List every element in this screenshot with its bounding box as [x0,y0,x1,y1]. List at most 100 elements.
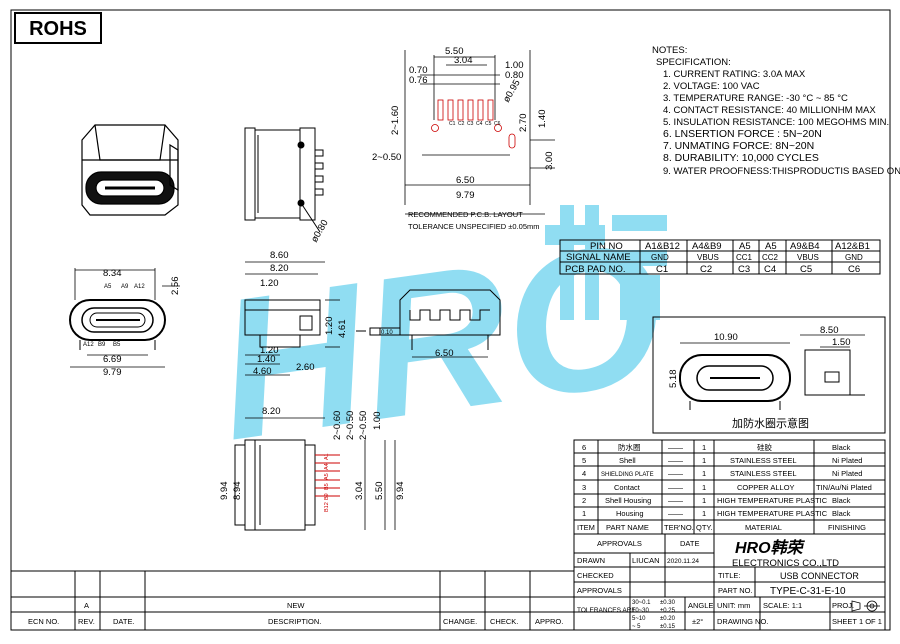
svg-text:Shell: Shell [619,456,636,465]
svg-text:CHANGE.: CHANGE. [443,617,477,626]
svg-text:SPECIFICATION:: SPECIFICATION: [656,57,731,68]
svg-text:1.50: 1.50 [832,337,851,348]
notes: NOTES: SPECIFICATION: 1. CURRENT RATING:… [652,45,900,177]
svg-text:GND: GND [651,253,669,262]
pcb-layout [404,50,555,215]
svg-text:1. CURRENT RATING: 3.0A MAX: 1. CURRENT RATING: 3.0A MAX [663,69,806,80]
svg-text:8.20: 8.20 [262,406,281,417]
svg-text:ECN NO.: ECN NO. [28,617,59,626]
projection-symbol-icon [851,600,880,612]
svg-text:9.79: 9.79 [103,367,122,378]
svg-text:A9&B4: A9&B4 [790,241,820,252]
svg-text:8. DURABILITY: 10,000 CYCLES: 8. DURABILITY: 10,000 CYCLES [663,152,819,164]
svg-text:8.20: 8.20 [270,263,289,274]
svg-text:C5: C5 [485,121,492,127]
svg-text:1: 1 [702,496,706,505]
bom-row-1: 1 Housing —— 1 HIGH TEMPERATURE PLASTIC … [582,509,851,518]
svg-text:6: 6 [582,443,586,452]
svg-text:1: 1 [702,483,706,492]
svg-text:TITLE:: TITLE: [718,571,741,580]
svg-text:ANGLE: ANGLE [688,601,713,610]
svg-text:PIN NO: PIN NO [590,241,623,252]
svg-text:0.10: 0.10 [381,330,393,336]
svg-text:1: 1 [702,509,706,518]
svg-text:LIUCAN: LIUCAN [632,556,660,565]
svg-text:A4&B9: A4&B9 [692,241,722,252]
side-view-2 [244,261,340,376]
svg-text:10~30: 10~30 [632,608,650,614]
svg-text:9. WATER PROOFNESS:THISPRODUCT: 9. WATER PROOFNESS:THISPRODUCTIS BASED O… [663,166,900,177]
svg-text:1.20: 1.20 [260,278,279,289]
svg-text:VBUS: VBUS [797,253,819,262]
svg-text:SCALE: 1:1: SCALE: 1:1 [763,601,802,610]
svg-text:A1: A1 [324,453,330,460]
svg-text:2~0.50: 2~0.50 [372,152,401,163]
svg-text:防水圈: 防水圈 [618,442,641,452]
svg-text:6. LNSERTION FORCE : 5N~20N: 6. LNSERTION FORCE : 5N~20N [663,128,822,140]
svg-text:MATERIAL: MATERIAL [745,523,782,532]
svg-text:STAINLESS STEEL: STAINLESS STEEL [730,469,797,478]
svg-text:——: —— [668,496,684,505]
svg-text:C2: C2 [458,121,465,127]
svg-text:2~1.60: 2~1.60 [390,106,401,135]
svg-text:3. TEMPERATURE RANGE: -30 °C ~: 3. TEMPERATURE RANGE: -30 °C ~ 85 °C [663,93,848,104]
svg-text:30~0.1: 30~0.1 [632,600,651,606]
svg-text:CHECKED: CHECKED [577,571,614,580]
svg-text:B12: B12 [324,502,330,512]
svg-text:A12&B1: A12&B1 [835,241,870,252]
svg-text:7. UNMATING FORCE: 8N~20N: 7. UNMATING FORCE: 8N~20N [663,140,814,152]
svg-text:Shell Housing: Shell Housing [605,496,651,505]
svg-text:C6: C6 [848,264,860,275]
svg-text:DRAWN: DRAWN [577,556,605,565]
svg-text:5. INSULATION RESISTANCE: 100: 5. INSULATION RESISTANCE: 100 MEGOHMS MI… [663,117,889,128]
svg-text:2020.11.24: 2020.11.24 [667,558,699,565]
svg-text:C4: C4 [476,121,483,127]
front-view [69,268,180,368]
svg-text:4. CONTACT RESISTANCE: 40 MILL: 4. CONTACT RESISTANCE: 40 MILLIONHM MAX [663,105,876,116]
svg-text:A1&B12: A1&B12 [645,241,680,252]
svg-text:C5: C5 [800,264,812,275]
svg-text:3.04: 3.04 [354,482,365,501]
svg-text:B9: B9 [98,342,106,348]
svg-text:Black: Black [832,443,851,452]
svg-text:SIGNAL NAME: SIGNAL NAME [566,252,631,263]
svg-text:5.18: 5.18 [668,370,679,389]
svg-text:1.00: 1.00 [505,60,524,71]
svg-text:SHEET 1 OF 1: SHEET 1 OF 1 [832,617,882,626]
svg-text:UNIT: mm: UNIT: mm [717,601,750,610]
svg-text:5.50: 5.50 [374,482,385,501]
svg-text:9.79: 9.79 [456,190,475,201]
svg-text:STAINLESS STEEL: STAINLESS STEEL [730,456,797,465]
svg-text:ø0.80: ø0.80 [309,218,331,245]
svg-text:CHECK.: CHECK. [490,617,518,626]
svg-text:9.94: 9.94 [219,482,230,501]
title-block-text: APPROVALS DATE DRAWN LIUCAN 2020.11.24 C… [577,539,882,630]
svg-text:8.60: 8.60 [270,250,289,261]
svg-text:C6: C6 [494,121,501,127]
svg-text:——: —— [668,456,684,465]
svg-text:6.50: 6.50 [435,348,454,359]
svg-text:5.50: 5.50 [445,46,464,57]
svg-text:——: —— [668,443,684,452]
svg-text:CC2: CC2 [762,253,779,262]
top-view-2 [234,417,396,531]
svg-text:0.80: 0.80 [505,70,524,81]
svg-text:1.20: 1.20 [324,317,335,336]
svg-text:COPPER ALLOY: COPPER ALLOY [737,483,795,492]
svg-text:2.70: 2.70 [518,114,529,133]
svg-text:2.60: 2.60 [296,362,315,373]
bom-row-4: 4 SHIELDING PLATE —— 1 STAINLESS STEEL N… [582,469,862,478]
waterproof-view [652,316,886,434]
svg-text:1: 1 [702,469,706,478]
svg-text:APPRO.: APPRO. [535,617,563,626]
svg-text:NOTES:: NOTES: [652,45,687,56]
svg-text:REV.: REV. [78,617,95,626]
svg-text:Contact: Contact [614,483,641,492]
svg-text:PART NO.: PART NO. [718,586,753,595]
svg-text:HIGH TEMPERATURE PLASTIC: HIGH TEMPERATURE PLASTIC [717,509,828,518]
svg-text:1: 1 [582,509,586,518]
svg-text:10.90: 10.90 [714,332,738,343]
revision-block-text: A NEW ECN NO. REV. DATE. DESCRIPTION. CH… [28,601,563,626]
company-logo: HRO韩荣 [735,539,806,557]
svg-text:ø0.95: ø0.95 [501,78,523,105]
